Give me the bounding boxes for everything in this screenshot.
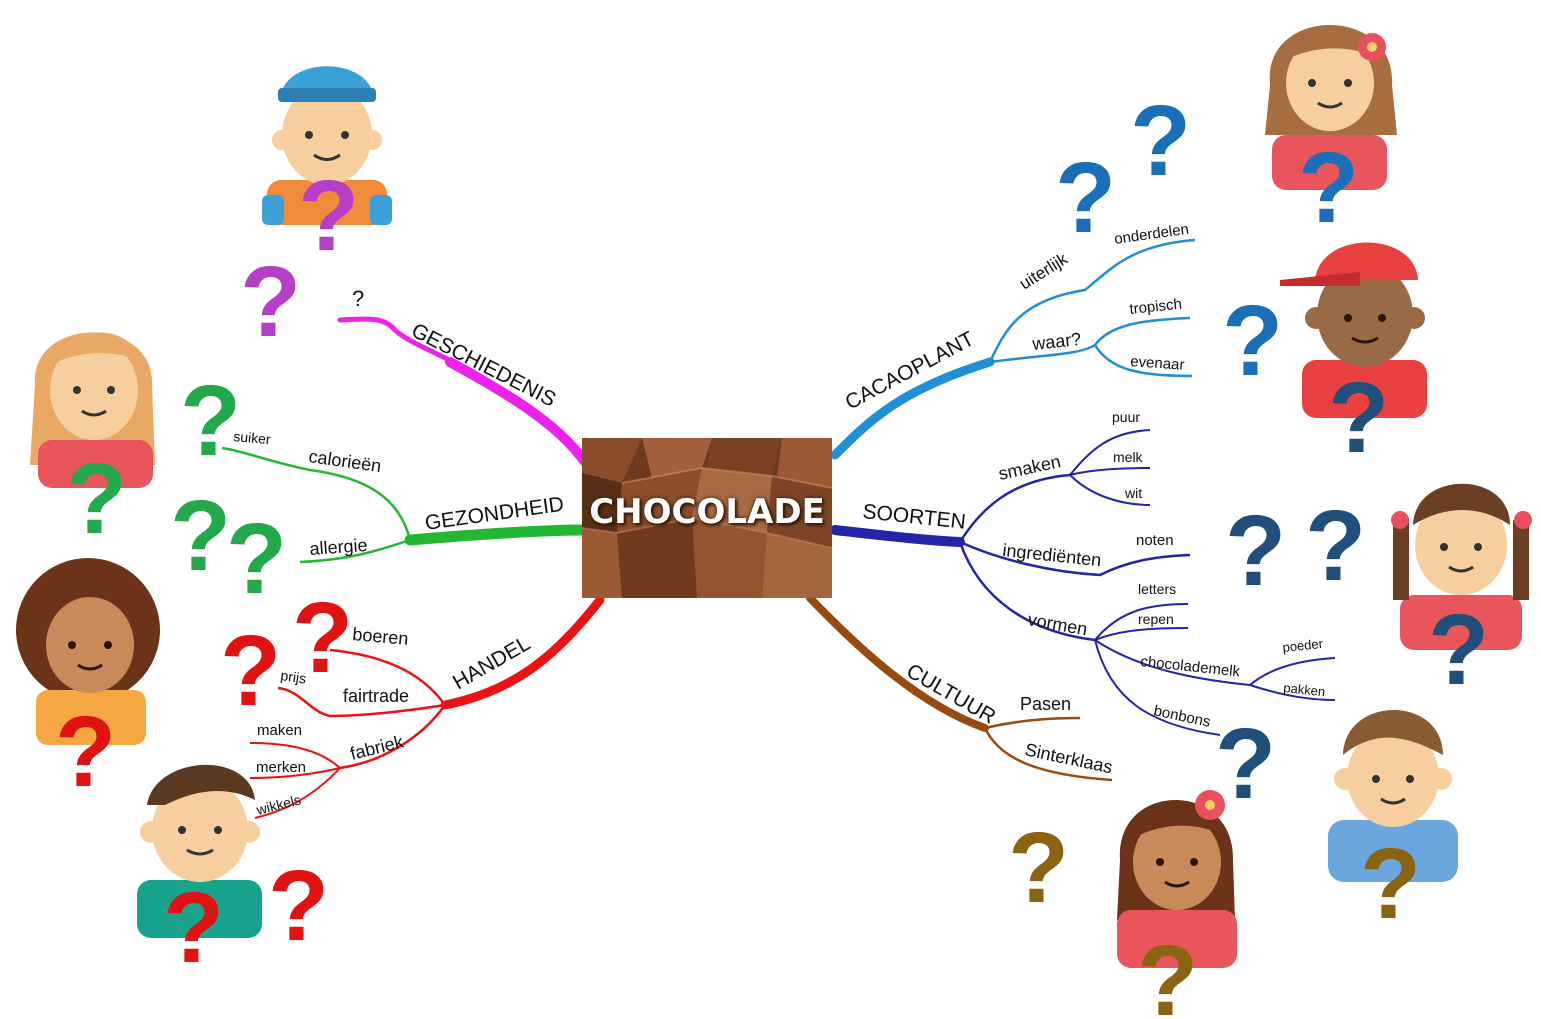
avatar-boy-redcap (1280, 242, 1427, 418)
label-boeren: boeren (352, 624, 410, 649)
label-geschiedenis-q: ? (352, 286, 364, 311)
avatar-girl-curly (16, 558, 160, 745)
question-mark-icon: ? (1055, 142, 1116, 254)
label-allergie: allergie (309, 535, 368, 559)
question-mark-icon: ? (292, 582, 353, 694)
question-mark-icon: ? (1305, 490, 1366, 602)
label-vormen: vormen (1026, 609, 1089, 639)
label-uiterlijk: uiterlijk (1016, 249, 1071, 293)
avatar-girl-blonde (30, 332, 155, 488)
question-mark-icon: ? (66, 443, 127, 555)
branch-soorten-line (830, 525, 965, 547)
avatars (16, 25, 1532, 968)
label-maken: maken (257, 722, 302, 739)
avatar-boy-teal (137, 764, 262, 938)
label-sinterklaas: Sinterklaas (1023, 739, 1114, 777)
question-mark-icon: ? (1215, 708, 1276, 820)
question-mark-icon: ? (1428, 594, 1489, 706)
label-smaken: smaken (997, 451, 1063, 484)
question-mark-icon: ? (55, 696, 116, 808)
question-mark-icon: ? (1008, 812, 1069, 924)
chocolate-image (582, 438, 832, 598)
question-mark-icon: ? (1222, 285, 1283, 397)
label-puur: puur (1112, 409, 1140, 425)
label-letters: letters (1138, 581, 1176, 597)
label-geschiedenis: GESCHIEDENIS (408, 319, 560, 412)
question-mark-icon: ? (1130, 85, 1191, 197)
label-pasen: Pasen (1020, 694, 1071, 714)
question-mark-icon: ? (1225, 495, 1286, 607)
label-pakken: pakken (1283, 680, 1326, 699)
question-mark-icon: ? (240, 246, 301, 358)
question-mark-icon: ? (170, 480, 231, 592)
label-noten: noten (1136, 532, 1174, 549)
avatar-boy-blue (1328, 710, 1458, 882)
label-onderdelen: onderdelen (1113, 221, 1190, 248)
question-mark-icon: ? (1298, 132, 1359, 244)
question-mark-icon: ? (1137, 925, 1198, 1019)
avatar-girl-dark-flower (1117, 790, 1237, 968)
branch-cultuur-line (806, 594, 989, 732)
branch-handel-line (440, 595, 605, 710)
branch-gezondheid-line (404, 524, 591, 546)
question-mark-icon: ? (226, 503, 287, 615)
label-wit: wit (1124, 485, 1142, 501)
label-poeder: poeder (1282, 636, 1324, 655)
label-tropisch: tropisch (1129, 296, 1183, 318)
label-suiker: suiker (233, 428, 272, 447)
central-node: CHOCOLADE (582, 438, 832, 598)
question-mark-icon: ? (298, 160, 359, 272)
label-evenaar: evenaar (1130, 353, 1185, 374)
center-title: CHOCOLADE (589, 492, 825, 532)
question-mark-icon: ? (180, 365, 241, 477)
question-mark-icon: ? (268, 850, 329, 962)
branch-cacaoplant-line (830, 357, 995, 460)
label-merken: merken (256, 759, 306, 776)
label-wikkels: wikkels (254, 791, 303, 818)
question-mark-icon: ? (163, 872, 224, 984)
question-mark-icon: ? (220, 615, 281, 727)
label-waar: waar? (1030, 329, 1082, 354)
avatar-girl-flower (1265, 25, 1397, 190)
avatar-boy-cap (262, 66, 392, 225)
label-repen: repen (1138, 611, 1174, 627)
label-prijs: prijs (280, 667, 308, 686)
question-mark-icon: ? (1328, 362, 1389, 474)
label-handel: HANDEL (449, 632, 534, 695)
label-soorten: SOORTEN (861, 500, 966, 534)
question-marks: ? ? ? ? ? ? ? ? ? ? ? ? ? ? ? ? ? ? ? ? … (55, 85, 1489, 1019)
label-fairtrade: fairtrade (343, 686, 409, 706)
branch-lines (221, 238, 1336, 819)
question-mark-icon: ? (1360, 828, 1421, 940)
label-ingredienten: ingrediënten (1002, 540, 1103, 570)
label-melk: melk (1113, 449, 1144, 465)
avatar-girl-pigtails (1391, 483, 1532, 650)
